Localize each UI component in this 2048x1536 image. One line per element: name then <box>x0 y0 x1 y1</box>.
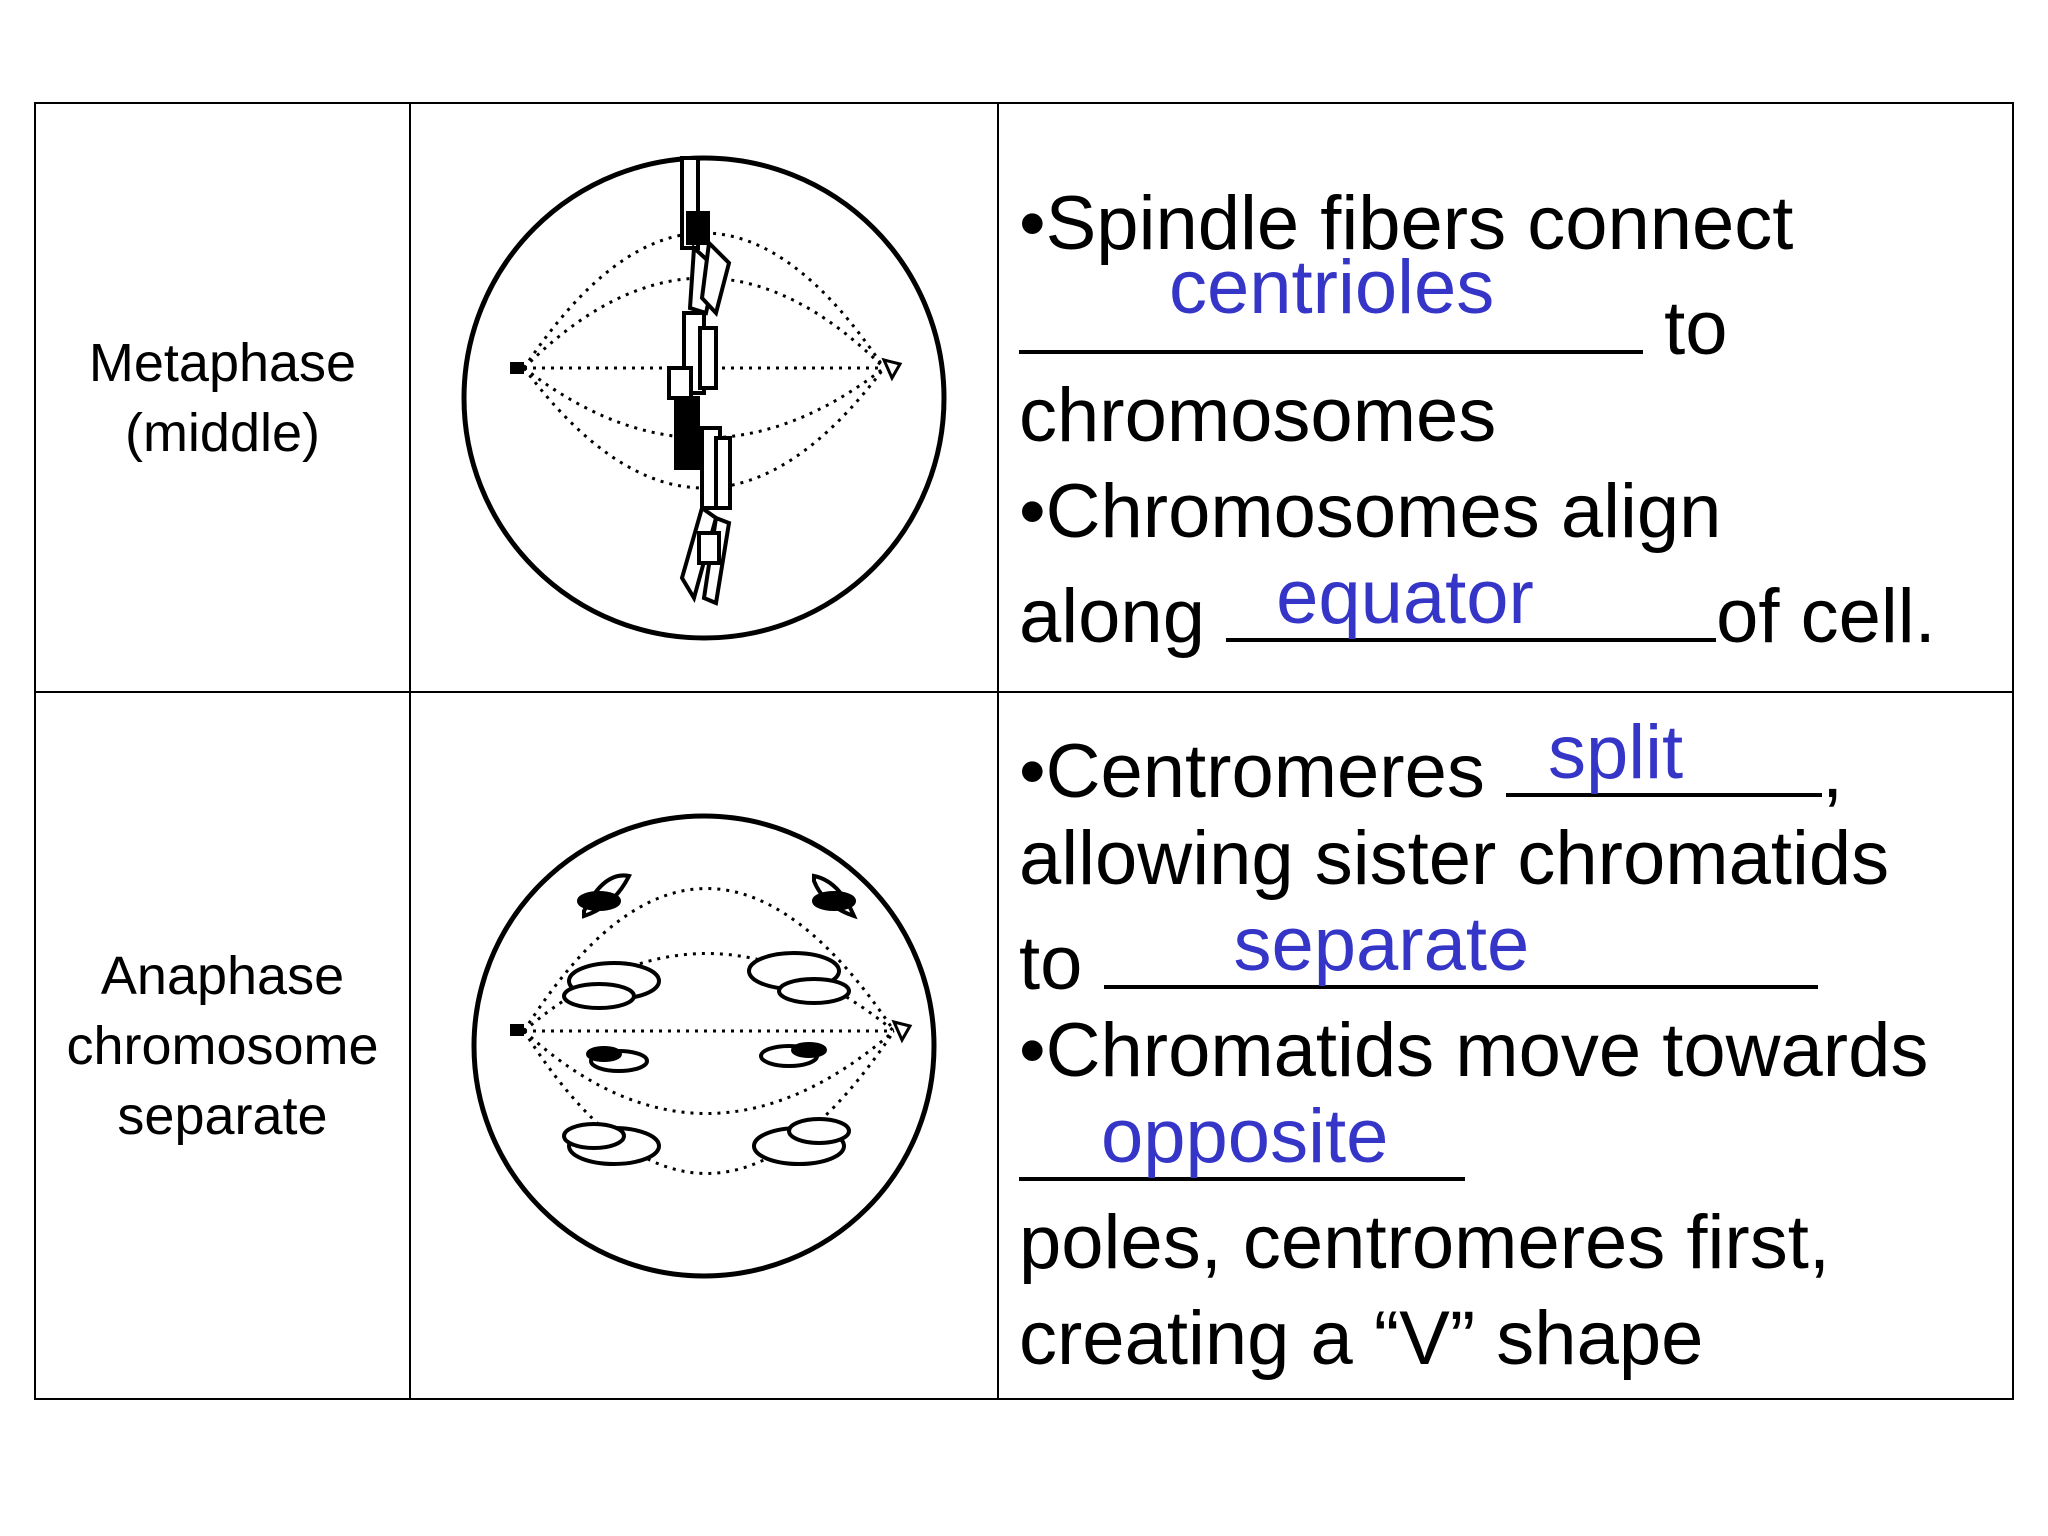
v-shape-text: creating a “V” shape <box>1019 1296 1704 1381</box>
note-line: allowing sister chromatids <box>1019 811 2012 907</box>
note-line: along equator of cell. <box>1019 555 2012 660</box>
metaphase-cell-diagram <box>461 155 947 640</box>
metaphase-row: Metaphase (middle) <box>34 102 2014 693</box>
right-chromatids <box>747 873 858 1166</box>
fill-blank-centrioles: centrioles <box>1019 250 1643 354</box>
note-line: poles, centromeres first, <box>1019 1195 2012 1291</box>
worksheet-table: Metaphase (middle) <box>34 102 2014 1400</box>
cell-membrane <box>461 155 947 640</box>
right-centriole <box>881 357 903 381</box>
phase-description: (middle) <box>124 402 321 463</box>
phase-description: separate <box>117 1085 328 1146</box>
note-line: •Chromosomes align <box>1019 464 2012 560</box>
poles-text: poles, centromeres first, <box>1019 1200 1830 1285</box>
note-line: to separate <box>1019 902 2012 1006</box>
right-centriole <box>891 1019 913 1043</box>
answer-centrioles: centrioles <box>1169 245 1495 330</box>
anaphase-figure-cell <box>409 691 999 1400</box>
metaphase-figure-cell <box>409 102 999 693</box>
answer-separate: separate <box>1233 902 1530 987</box>
fill-blank-equator: equator <box>1226 555 1717 642</box>
spindle-fibers <box>522 886 896 1175</box>
fill-blank-split: split <box>1506 715 1822 797</box>
answer-split: split <box>1548 710 1684 795</box>
along-text: along <box>1019 574 1227 659</box>
bullet-chromatids-text: •Chromatids move towards <box>1019 1008 1929 1093</box>
cell-membrane <box>471 813 937 1278</box>
phase-description: chromosome <box>66 1015 379 1076</box>
bullet-centromeres-text: •Centromeres <box>1019 729 1506 814</box>
note-line: opposite <box>1019 1099 2012 1195</box>
fill-blank-opposite: opposite <box>1019 1099 1465 1181</box>
note-line: chromosomes <box>1019 368 2012 464</box>
metaphase-label-cell: Metaphase (middle) <box>34 102 411 693</box>
note-line: creating a “V” shape <box>1019 1291 2012 1387</box>
metaphase-chromosomes <box>667 155 732 606</box>
bullet-spindle-text: •Spindle fibers connect <box>1019 181 1794 266</box>
metaphase-notes: •Spindle fibers connect centrioles to ch… <box>1019 104 2012 660</box>
left-chromatids <box>562 872 661 1166</box>
bullet-align-text: •Chromosomes align <box>1019 469 1722 554</box>
of-cell-text: of cell. <box>1716 574 1936 659</box>
answer-opposite: opposite <box>1101 1094 1389 1179</box>
to-text: to <box>1019 921 1104 1006</box>
anaphase-notes-cell: •Centromeres split, allowing sister chro… <box>997 691 2014 1400</box>
metaphase-notes-cell: •Spindle fibers connect centrioles to ch… <box>997 102 2014 693</box>
note-line: •Spindle fibers connect <box>1019 176 2012 272</box>
anaphase-label-cell: Anaphase chromosome separate <box>34 691 411 1400</box>
answer-equator: equator <box>1276 555 1534 640</box>
chromosomes-text: chromosomes <box>1019 373 1497 458</box>
comma-text: , <box>1822 729 1844 814</box>
left-centriole <box>510 1023 524 1036</box>
connector-text: to <box>1643 286 1728 371</box>
left-centriole <box>510 361 524 374</box>
note-line: •Chromatids move towards <box>1019 1003 2012 1099</box>
fill-blank-separate: separate <box>1103 902 1818 989</box>
note-line: •Centromeres split, <box>1019 715 2012 815</box>
phase-name: Metaphase <box>88 332 357 393</box>
anaphase-cell-diagram <box>471 813 937 1278</box>
anaphase-row: Anaphase chromosome separate <box>34 691 2014 1400</box>
anaphase-notes: •Centromeres split, allowing sister chro… <box>1019 693 2012 1387</box>
phase-name: Anaphase <box>100 945 345 1006</box>
allowing-text: allowing sister chromatids <box>1019 816 1890 901</box>
note-line: centrioles to <box>1019 250 2012 371</box>
